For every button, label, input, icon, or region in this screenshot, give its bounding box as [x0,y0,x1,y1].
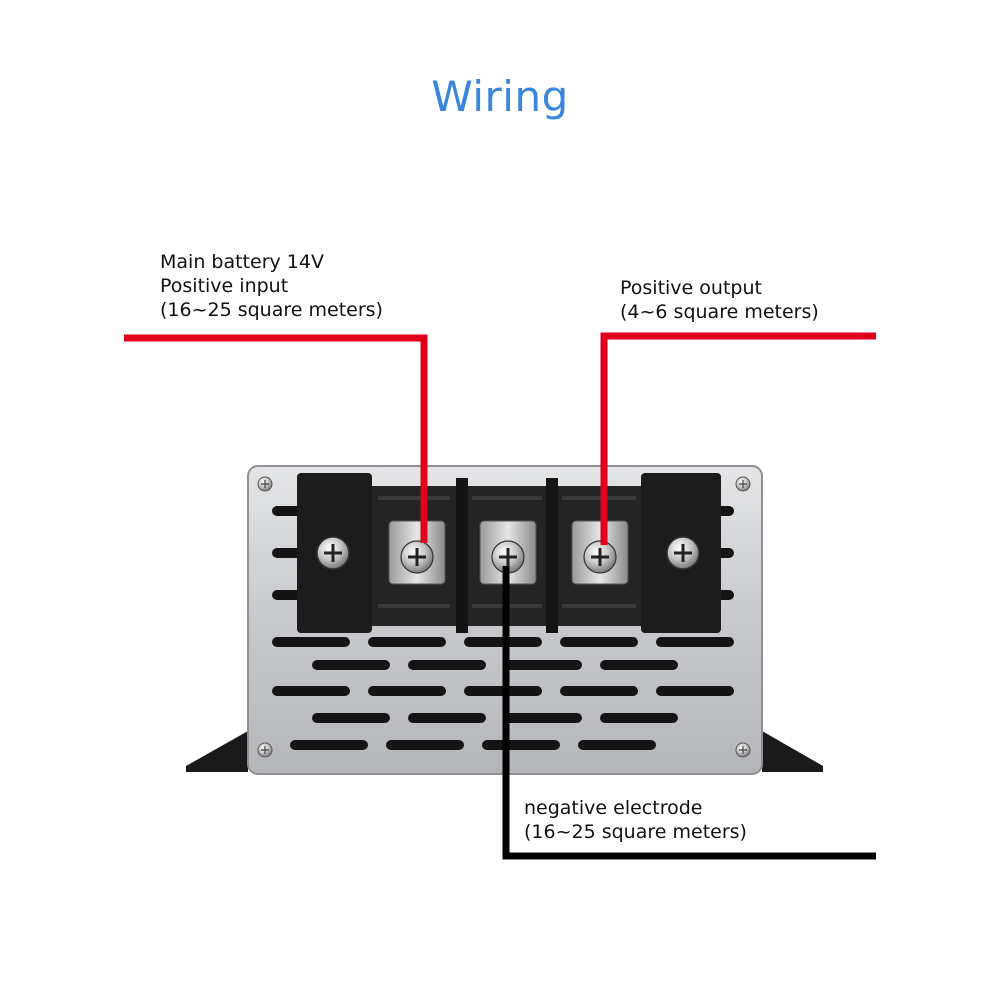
vent-slot [482,740,560,750]
terminal-end-screw-right [666,536,700,570]
positive-output-label-line2: (4~6 square meters) [620,301,819,323]
vent-slot [408,660,486,670]
vent-slot [368,637,446,647]
vent-slot [290,740,368,750]
vent-slot [560,686,638,696]
main-input-label: Main battery 14V Positive input (16~25 s… [160,250,383,322]
vent-slot [600,660,678,670]
vent-slot [408,713,486,723]
corner-screw-bottom-right [735,742,751,758]
corner-screw-top-left [257,476,273,492]
positive-input-wire [124,334,428,543]
main-input-label-line1: Main battery 14V [160,251,324,273]
positive-output-label-line1: Positive output [620,277,762,299]
terminal-end-screw-left [316,536,350,570]
negative-electrode-label: negative electrode (16~25 square meters) [524,796,747,844]
corner-screw-top-right [735,476,751,492]
mounting-foot-left [186,731,248,772]
mounting-foot-right [762,731,823,772]
vent-slot [656,637,734,647]
positive-output-label: Positive output (4~6 square meters) [620,276,819,324]
vent-slot [386,740,464,750]
vent-slot [504,660,582,670]
corner-screw-bottom-left [257,742,273,758]
negative-electrode-label-line1: negative electrode [524,797,703,819]
vent-slot [368,686,446,696]
vent-slot [312,713,390,723]
vent-slot [312,660,390,670]
terminal-positive-output [571,520,629,585]
terminal-positive-input [388,520,446,585]
vent-slot [600,713,678,723]
diagram-title: Wiring [431,72,569,121]
vent-slot [504,713,582,723]
main-input-label-line2: Positive input [160,275,289,297]
main-input-label-line3: (16~25 square meters) [160,299,383,321]
positive-output-wire [600,332,876,545]
vent-slot [272,637,350,647]
vent-slot [656,686,734,696]
vent-slot [272,686,350,696]
vent-slot [560,637,638,647]
negative-wire [502,566,876,860]
negative-electrode-label-line2: (16~25 square meters) [524,821,747,843]
vent-slot [578,740,656,750]
